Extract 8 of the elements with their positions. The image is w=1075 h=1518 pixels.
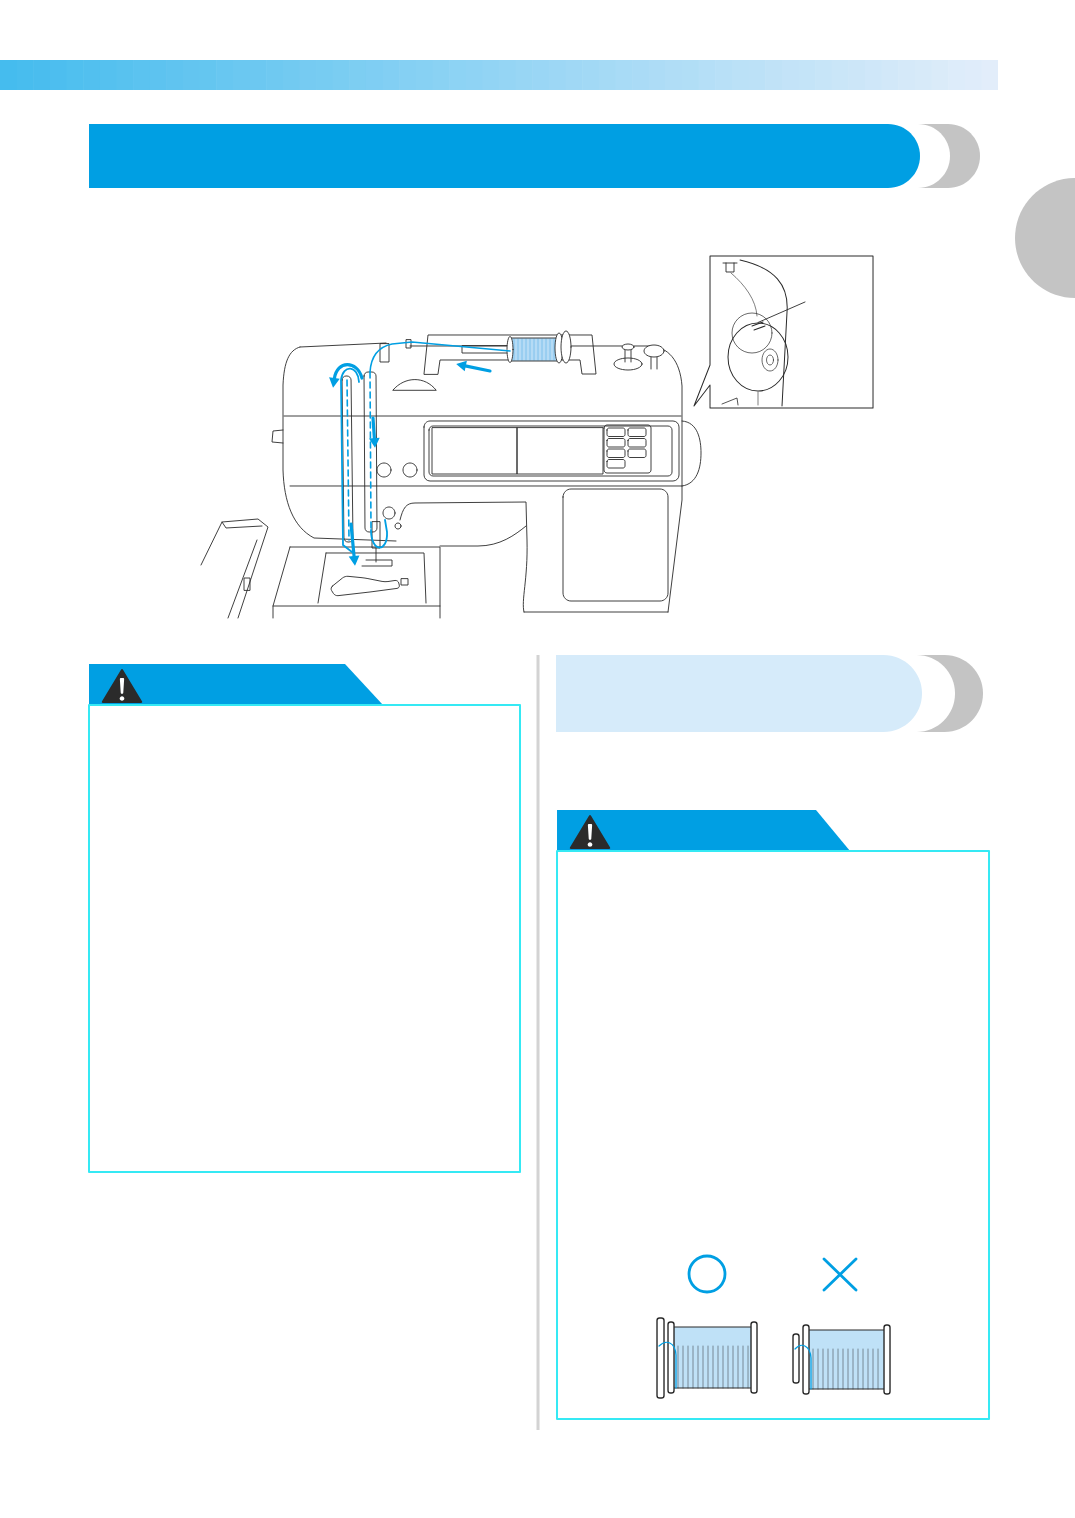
side-tab [1015,178,1075,298]
spool-cap [727,312,789,392]
leader-line [757,301,806,323]
magnified-view [693,255,874,409]
title-banner [89,124,920,188]
subheading-banner [556,655,922,732]
caution-box [556,850,990,1420]
caution-box [88,704,521,1173]
